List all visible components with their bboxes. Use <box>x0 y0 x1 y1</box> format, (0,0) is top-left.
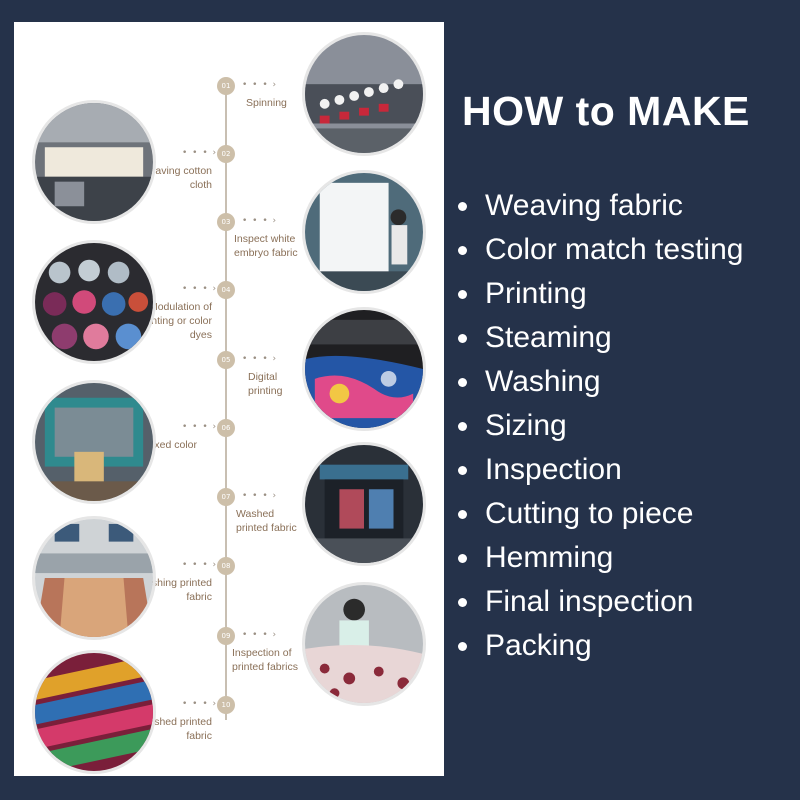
bullet-icon <box>458 421 467 431</box>
step-label-inspection-of-printed-fabrics: Inspection of printed fabrics <box>232 647 298 673</box>
step-number-01: 01 <box>217 77 235 95</box>
step-label-weaving-cotton-cloth: Weaving cotton cloth <box>139 165 212 191</box>
spinning-photo <box>302 32 426 156</box>
step-number-04: 04 <box>217 281 235 299</box>
step-dots-05: • • • › <box>242 354 278 364</box>
step-number-03: 03 <box>217 213 235 231</box>
step-dots-08: • • • › <box>182 560 218 570</box>
list-item: Inspection <box>458 448 743 492</box>
how-to-make-panel: HOW to MAKE Weaving fabric Color match t… <box>444 0 800 800</box>
step-number-09: 09 <box>217 627 235 645</box>
washed-fabric-photo <box>302 442 426 566</box>
step-dots-09: • • • › <box>242 630 278 640</box>
list-item: Sizing <box>458 404 743 448</box>
step-label-finished-printed-fabric: Finished printed fabric <box>137 716 212 742</box>
inspect-fabric-photo <box>302 170 426 294</box>
list-item: Printing <box>458 272 743 316</box>
step-number-10: 10 <box>217 696 235 714</box>
step-label-washed-printed-fabric: Washed printed fabric <box>236 508 297 534</box>
list-item: Cutting to piece <box>458 492 743 536</box>
list-item-text: Packing <box>485 629 592 662</box>
list-item-text: Printing <box>485 277 587 310</box>
step-label-modulation: Modulation of printing or color dyes <box>139 301 212 341</box>
list-item-text: Sizing <box>485 409 567 442</box>
bullet-icon <box>458 553 467 563</box>
step-dots-10: • • • › <box>182 699 218 709</box>
bullet-icon <box>458 245 467 255</box>
list-item: Weaving fabric <box>458 184 743 228</box>
step-number-02: 02 <box>217 145 235 163</box>
step-dots-02: • • • › <box>182 148 218 158</box>
step-number-07: 07 <box>217 488 235 506</box>
process-timeline-panel: 01 • • • › Spinning 02 • • • › Weaving c… <box>14 22 444 776</box>
bullet-icon <box>458 509 467 519</box>
list-item-text: Cutting to piece <box>485 497 694 530</box>
bullet-icon <box>458 333 467 343</box>
step-label-spinning: Spinning <box>246 97 287 109</box>
list-item-text: Washing <box>485 365 601 398</box>
step-number-06: 06 <box>217 419 235 437</box>
step-dots-06: • • • › <box>182 422 218 432</box>
bullet-icon <box>458 597 467 607</box>
digital-printing-photo <box>302 307 426 431</box>
bullet-icon <box>458 465 467 475</box>
finished-fabric-photo <box>32 650 156 774</box>
inspection-photo <box>302 582 426 706</box>
list-item-text: Final inspection <box>485 585 694 618</box>
timeline-line <box>225 84 227 720</box>
step-label-digital-printing: Digital printing <box>248 371 283 397</box>
step-label-inspect-white-embryo-fabric: Inspect white embryo fabric <box>234 233 298 259</box>
list-item: Final inspection <box>458 580 743 624</box>
steps-bullet-list: Weaving fabric Color match testing Print… <box>458 184 743 668</box>
list-item: Packing <box>458 624 743 668</box>
list-item-text: Steaming <box>485 321 612 354</box>
weaving-photo <box>32 100 156 224</box>
step-number-08: 08 <box>217 557 235 575</box>
bullet-icon <box>458 289 467 299</box>
step-dots-03: • • • › <box>242 216 278 226</box>
fixed-color-photo <box>32 380 156 504</box>
heading: HOW to MAKE <box>462 88 750 134</box>
list-item: Color match testing <box>458 228 743 272</box>
bullet-icon <box>458 201 467 211</box>
list-item-text: Weaving fabric <box>485 189 683 222</box>
step-dots-04: • • • › <box>182 284 218 294</box>
step-dots-01: • • • › <box>242 80 278 90</box>
step-dots-07: • • • › <box>242 491 278 501</box>
list-item-text: Hemming <box>485 541 614 574</box>
list-item: Steaming <box>458 316 743 360</box>
list-item-text: Inspection <box>485 453 622 486</box>
bullet-icon <box>458 641 467 651</box>
finishing-fabric-photo <box>32 516 156 640</box>
step-number-05: 05 <box>217 351 235 369</box>
list-item-text: Color match testing <box>485 233 744 266</box>
bullet-icon <box>458 377 467 387</box>
step-label-fixed-color: Fixed color <box>145 439 197 451</box>
list-item: Hemming <box>458 536 743 580</box>
list-item: Washing <box>458 360 743 404</box>
color-dyes-photo <box>32 240 156 364</box>
